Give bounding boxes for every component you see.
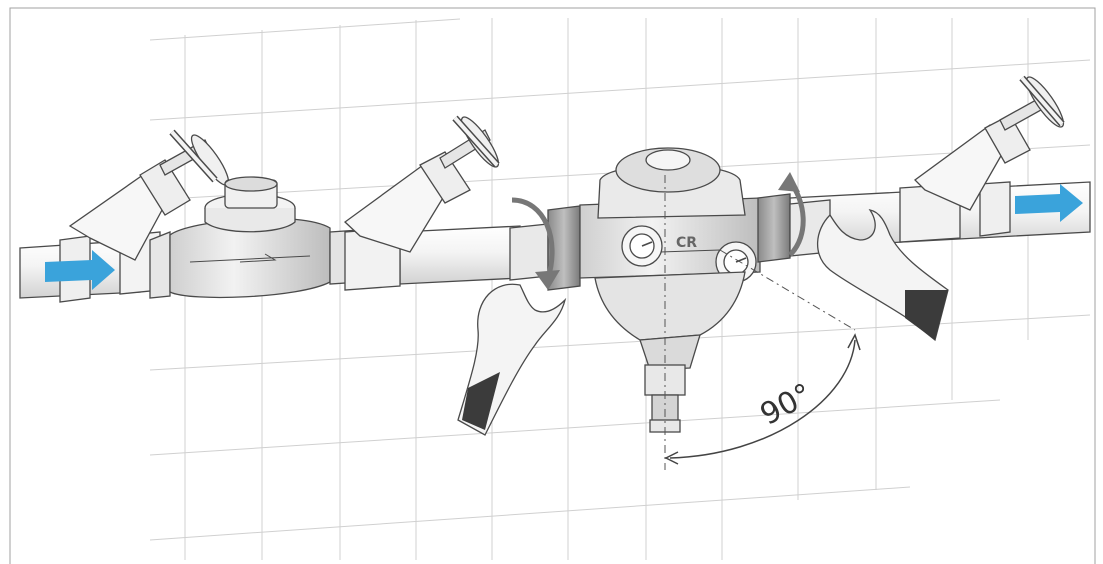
angle-label: 90° <box>755 377 818 433</box>
left-wrench <box>457 283 567 436</box>
right-wrench <box>817 209 949 342</box>
brand-mark: CR <box>676 235 697 251</box>
rotate-down-arrow-icon <box>511 197 560 290</box>
filter-unit: CR <box>579 147 761 433</box>
outlet-flow-arrow-icon <box>1015 184 1083 222</box>
middle-shutoff-valve <box>343 115 500 291</box>
wrench-grip <box>905 290 948 340</box>
frame-border <box>9 7 1096 564</box>
inlet-union <box>509 205 581 291</box>
rotate-up-arrow-icon <box>778 172 806 257</box>
outlet-shutoff-valve <box>899 75 1065 243</box>
inlet-flow-arrow-icon <box>45 250 115 290</box>
wrench-grip <box>462 372 500 430</box>
